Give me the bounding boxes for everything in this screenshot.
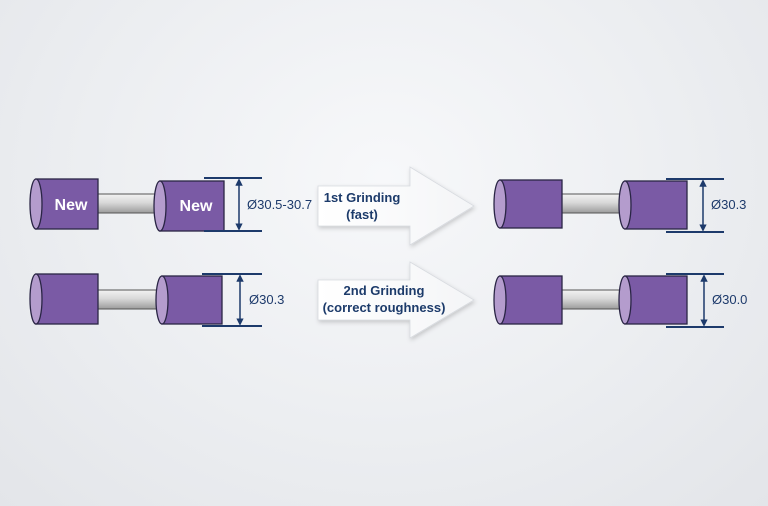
diameter-dimension: Ø30.0 — [666, 273, 747, 328]
left-wheel-label: New — [55, 197, 88, 214]
step-1-after-assembly: Ø30.3 — [493, 178, 746, 233]
left-wheel: New — [29, 178, 99, 230]
diameter-label: Ø30.5-30.7 — [247, 197, 312, 212]
diameter-dimension: Ø30.5-30.7 — [204, 177, 312, 232]
right-wheel-label: New — [180, 198, 213, 215]
left-wheel — [29, 273, 99, 325]
shaft — [560, 289, 626, 310]
right-wheel — [155, 275, 223, 325]
process-arrow-1: 1st Grinding (fast) — [317, 166, 475, 246]
step-1-before-assembly: New New Ø30.5-30.7 — [29, 177, 312, 232]
step-1: New New Ø30.5-30.7 1st Grinding (fast) — [29, 166, 746, 246]
process-arrow-2: 2nd Grinding (correct roughness) — [317, 261, 475, 339]
arrow-label-line2: (fast) — [346, 207, 378, 222]
step-2-before-assembly: Ø30.3 — [29, 273, 284, 327]
diameter-label: Ø30.0 — [712, 292, 747, 307]
right-wheel: New — [153, 180, 225, 232]
diameter-label: Ø30.3 — [711, 197, 746, 212]
left-wheel — [493, 179, 563, 229]
diameter-label: Ø30.3 — [249, 292, 284, 307]
right-wheel — [618, 275, 688, 325]
right-wheel — [618, 180, 688, 230]
step-2-after-assembly: Ø30.0 — [493, 273, 747, 328]
arrow-label-line1: 1st Grinding — [324, 190, 401, 205]
diameter-dimension: Ø30.3 — [202, 273, 284, 327]
shaft — [95, 289, 163, 310]
shaft — [560, 193, 626, 214]
diameter-dimension: Ø30.3 — [666, 178, 746, 233]
left-wheel — [493, 275, 563, 325]
arrow-label-line2: (correct roughness) — [323, 300, 446, 315]
step-2: Ø30.3 2nd Grinding (correct roughness) — [29, 261, 747, 339]
arrow-label-line1: 2nd Grinding — [344, 283, 425, 298]
